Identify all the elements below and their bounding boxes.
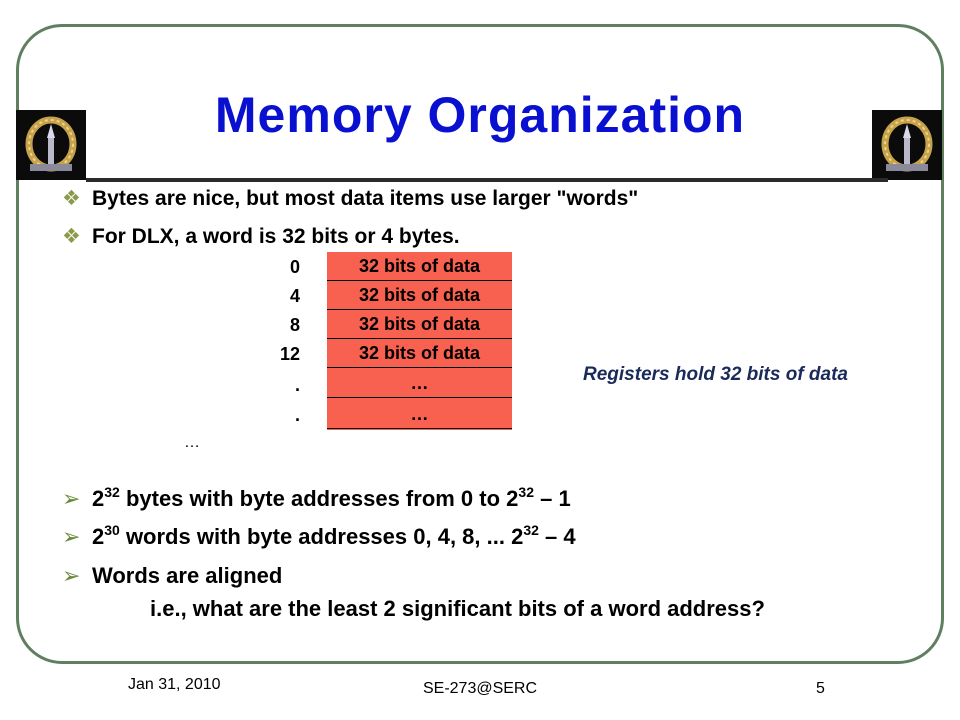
memory-cell: 32 bits of data [327, 252, 512, 281]
memory-cell: … [327, 369, 512, 398]
bullet-item: ➢ Words are aligned [62, 563, 282, 589]
table-ellipsis: … [184, 434, 200, 451]
emblem-logo-icon [16, 110, 86, 180]
memory-address: . [294, 375, 300, 395]
slide-frame [16, 24, 944, 664]
diamond-bullet-icon: ❖ [62, 225, 81, 248]
footer-center: SE-273@SERC [422, 680, 538, 697]
bullet-item: ➢230 words with byte addresses 0, 4, 8, … [62, 522, 576, 549]
bullet-item: ➢232 bytes with byte addresses from 0 to… [62, 484, 571, 511]
memory-address: 4 [289, 286, 300, 306]
memory-cell: … [327, 400, 512, 429]
title-divider [86, 178, 888, 182]
slide-title: Memory Organization [214, 87, 746, 143]
bullet-item: ❖ For DLX, a word is 32 bits or 4 bytes. [62, 224, 460, 249]
bullet-item: ❖ Bytes are nice, but most data items use… [62, 186, 638, 211]
arrow-bullet-icon: ➢ [62, 563, 81, 588]
memory-address: 12 [279, 344, 300, 364]
memory-cells: 32 bits of data 32 bits of data 32 bits … [327, 252, 512, 430]
bullet-text: Words are aligned [92, 563, 283, 588]
emblem-logo-icon [872, 110, 942, 180]
memory-cell: 32 bits of data [327, 339, 512, 368]
bullet-text: For DLX, a word is 32 bits or 4 bytes. [92, 225, 460, 248]
page-number: 5 [816, 680, 825, 697]
bullet-text: Bytes are nice, but most data items use … [92, 187, 639, 210]
memory-address: 0 [289, 257, 300, 277]
memory-address: . [294, 405, 300, 425]
arrow-bullet-icon: ➢ [62, 524, 81, 549]
register-note: Registers hold 32 bits of data [583, 364, 848, 385]
sub-bullet-text: i.e., what are the least 2 significant b… [150, 596, 765, 621]
memory-address: 8 [289, 315, 300, 335]
footer-date: Jan 31, 2010 [128, 676, 221, 693]
memory-cell: 32 bits of data [327, 281, 512, 310]
arrow-bullet-icon: ➢ [62, 486, 81, 511]
diamond-bullet-icon: ❖ [62, 187, 81, 210]
memory-cell: 32 bits of data [327, 310, 512, 339]
